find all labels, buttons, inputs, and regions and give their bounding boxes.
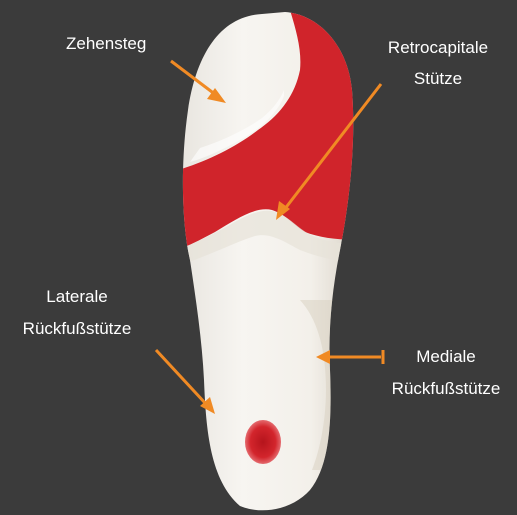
heel-pad xyxy=(245,420,281,464)
arrow-laterale xyxy=(156,350,206,404)
label-laterale-line1: Laterale xyxy=(46,288,107,305)
label-mediale-line1: Mediale xyxy=(416,348,476,365)
label-laterale-line2: Rückfußstütze xyxy=(23,320,132,337)
label-mediale-line2: Rückfußstütze xyxy=(392,380,501,397)
label-retrocapitale-line2: Stütze xyxy=(414,70,462,87)
label-retrocapitale-line1: Retrocapitale xyxy=(388,39,488,56)
label-zehensteg: Zehensteg xyxy=(66,35,146,52)
